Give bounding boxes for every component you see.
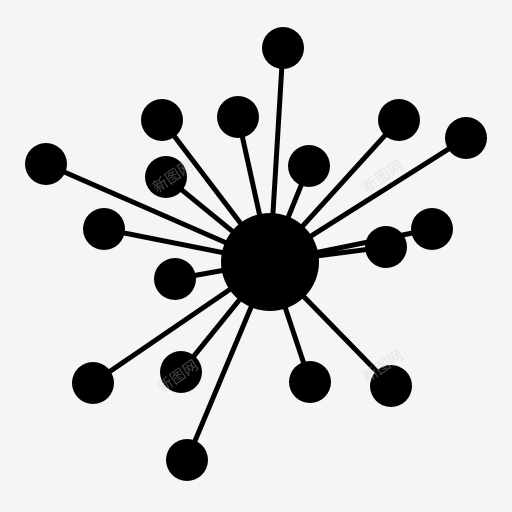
node-bottom-left-inner [160,351,202,393]
satellite-nodes [25,27,487,481]
node-bottom [166,439,208,481]
node-bottom-right-inner [289,361,331,403]
node-left-far [25,143,67,185]
node-far-right [445,117,487,159]
node-bottom-left-far [72,362,114,404]
node-bottom-right-outer [370,365,412,407]
node-top-left-outer [141,99,183,141]
node-top-right-outer [378,99,420,141]
hub-node [221,213,319,311]
node-left-upper [145,156,187,198]
node-right-outer [411,208,453,250]
node-top [262,27,304,69]
node-top-left-inner [217,96,259,138]
node-top-right-inner [288,145,330,187]
node-left-mid [83,208,125,250]
node-left-inner [154,258,196,300]
node-right-inner [365,226,407,268]
